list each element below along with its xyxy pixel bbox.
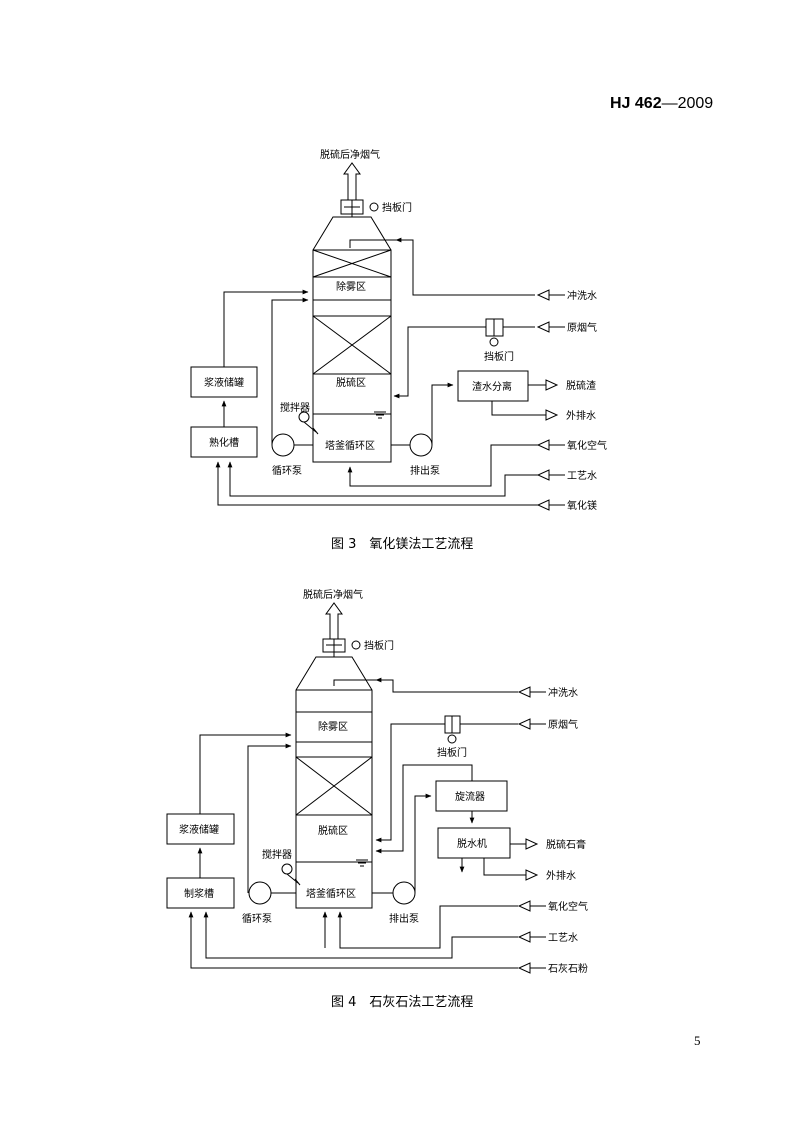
label-flush-water: 冲洗水 — [548, 686, 578, 699]
circ-pump — [248, 881, 272, 905]
label-limestone: 石灰石粉 — [548, 962, 588, 975]
label-raw-gas: 原烟气 — [548, 718, 578, 731]
label-cyclone: 旋流器 — [455, 790, 485, 803]
label-circ-zone: 塔釜循环区 — [325, 439, 375, 452]
outlet-arrow — [325, 602, 343, 639]
label-oxidation-air: 氧化空气 — [567, 439, 607, 452]
label-damper-top: 挡板门 — [364, 639, 394, 652]
label-flush-water: 冲洗水 — [567, 289, 597, 302]
label-circ-pump: 循环泵 — [242, 912, 272, 925]
dewatering-box — [437, 827, 511, 859]
label-dewatering: 脱水机 — [457, 837, 487, 850]
label-desulf-zone: 脱硫区 — [318, 824, 348, 837]
label-discharge-pump: 排出泵 — [389, 912, 419, 925]
label-stirrer: 搅拌器 — [280, 401, 310, 414]
circ-pump — [271, 433, 295, 457]
label-damper-inlet: 挡板门 — [437, 746, 467, 759]
label-circ-zone: 塔釜循环区 — [306, 887, 356, 900]
outlet-arrow — [343, 162, 361, 200]
label-waste-water: 外排水 — [546, 869, 576, 882]
label-demist-zone: 除雾区 — [318, 720, 348, 733]
discharge-pump — [409, 433, 433, 457]
label-raw-gas: 原烟气 — [567, 321, 597, 334]
label-clean-gas: 脱硫后净烟气 — [303, 588, 363, 601]
label-slurry-tank: 浆液储罐 — [204, 376, 244, 389]
label-magnesium-oxide: 氧化镁 — [567, 499, 597, 512]
label-slurry-prep-tank: 制浆槽 — [184, 887, 214, 900]
label-demist-zone: 除雾区 — [336, 280, 366, 293]
stirrer-motor — [281, 863, 293, 875]
figure3-diagram: 脱硫后净烟气 挡板门 除雾区 脱硫区 塔釜循环区 冲洗水 原烟气 挡板门 浆液储… — [190, 148, 607, 512]
label-stirrer: 搅拌器 — [262, 848, 292, 861]
label-slurry-tank: 浆液储罐 — [179, 823, 219, 836]
label-clean-gas: 脱硫后净烟气 — [320, 148, 380, 161]
label-desulf-zone: 脱硫区 — [336, 376, 366, 389]
label-maturation-tank: 熟化槽 — [209, 436, 239, 449]
separator-box — [457, 370, 529, 402]
label-damper-inlet: 挡板门 — [484, 350, 514, 363]
label-process-water: 工艺水 — [548, 932, 578, 944]
standard-code: HJ 462—2009 — [610, 95, 714, 112]
label-circ-pump: 循环泵 — [272, 464, 302, 477]
page-number: 5 — [694, 1033, 701, 1048]
figure4-caption: 图 4 石灰石法工艺流程 — [331, 995, 474, 1010]
figure3-caption: 图 3 氧化镁法工艺流程 — [331, 537, 474, 552]
figure4-diagram: 脱硫后净烟气 挡板门 除雾区 脱硫区 塔釜循环区 冲洗水 原烟气 挡板门 浆液储… — [166, 588, 588, 975]
label-separator: 渣水分离 — [472, 380, 512, 393]
label-oxidation-air: 氧化空气 — [548, 900, 588, 913]
absorber-tower — [295, 656, 373, 909]
label-damper-top: 挡板门 — [382, 201, 412, 214]
label-desulf-slag: 脱硫渣 — [566, 379, 596, 392]
label-gypsum: 脱硫石膏 — [546, 838, 586, 851]
label-discharge-pump: 排出泵 — [410, 464, 440, 477]
label-waste-water: 外排水 — [566, 409, 596, 422]
label-process-water: 工艺水 — [567, 470, 597, 482]
discharge-pump — [392, 881, 416, 905]
